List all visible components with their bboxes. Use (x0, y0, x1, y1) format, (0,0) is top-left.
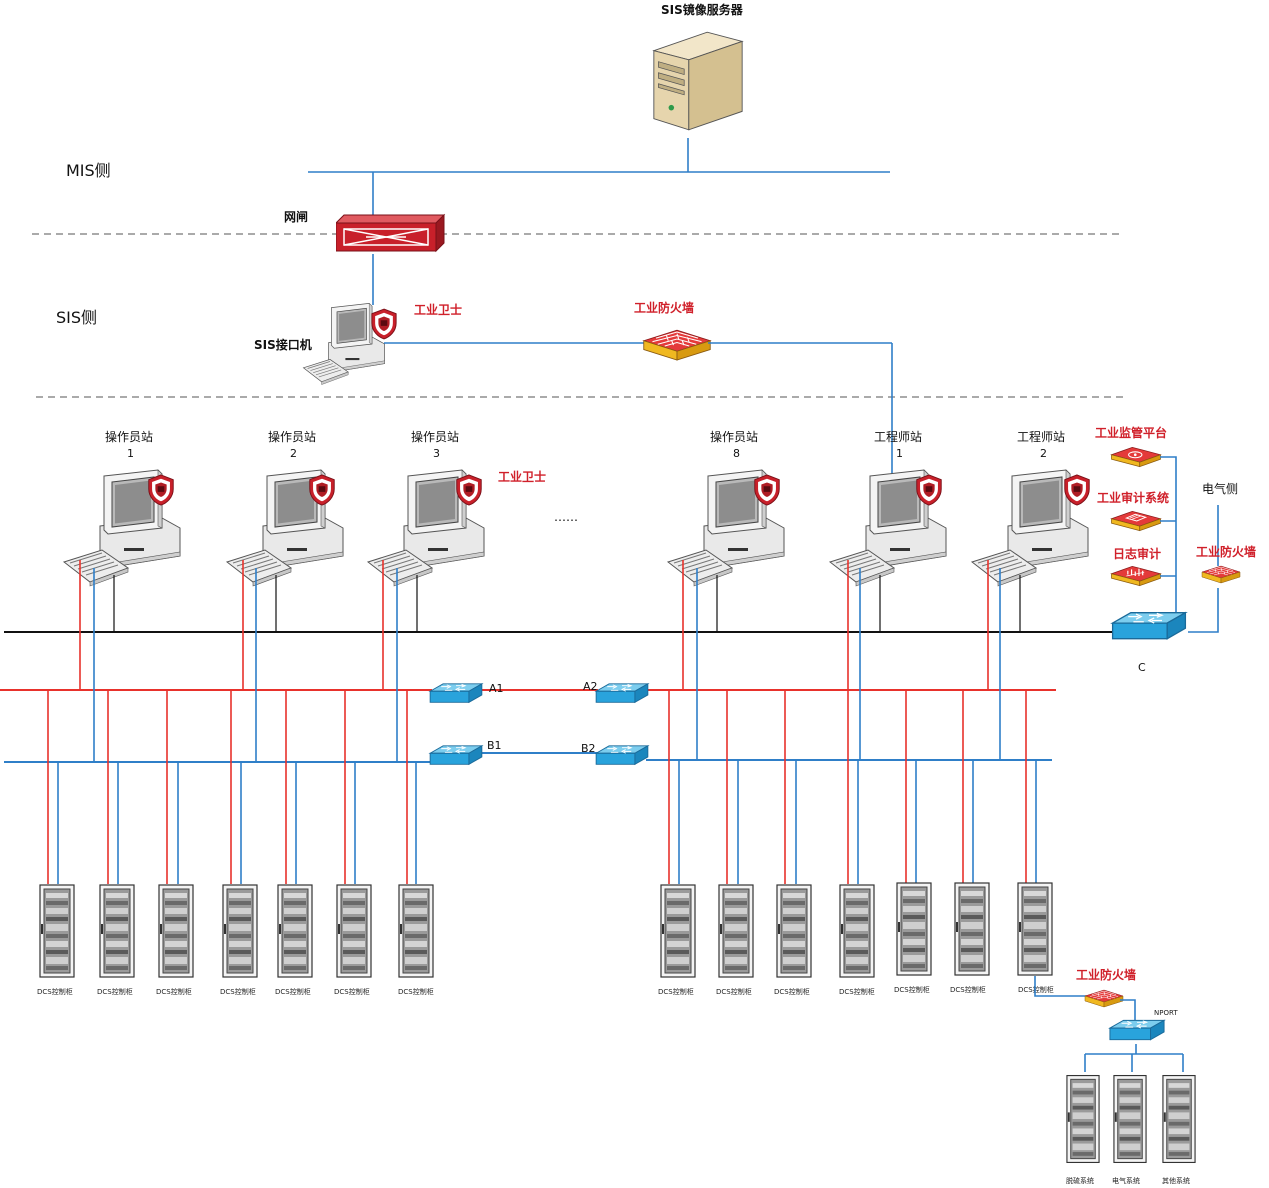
station-label: 工程师站 (874, 429, 922, 444)
cabinet-label: DCS控制柜 (220, 987, 256, 996)
station-label: 操作员站 (411, 429, 459, 444)
monitor-platform-label: 工业监管平台 (1095, 425, 1167, 440)
control-cabinet-icon (896, 882, 932, 976)
station-label: 操作员站 (105, 429, 153, 444)
cabinet-label: DCS控制柜 (398, 987, 434, 996)
tower-server-icon (653, 31, 743, 131)
station-number: 1 (127, 447, 134, 460)
subsystem-label: 电气系统 (1112, 1176, 1140, 1185)
engineer-station-1: 工程师站 1 (829, 429, 947, 587)
cabinet-label: DCS控制柜 (1018, 985, 1054, 994)
sis-guard-label: 工业卫士 (414, 302, 462, 317)
network-switch-icon (595, 683, 649, 703)
gateway-label: 网闸 (284, 209, 308, 224)
control-cabinet-icon (1113, 1074, 1147, 1164)
control-cabinet-icon (1066, 1074, 1100, 1164)
subsystem-row: 脱硫系统 电气系统 其他系统 (1066, 1074, 1196, 1185)
network-switch-icon (595, 745, 649, 765)
sis-firewall-label: 工业防火墙 (634, 300, 694, 315)
control-cabinet-icon (39, 884, 75, 978)
electric-zone-label: 电气侧 (1202, 481, 1238, 496)
network-switch-icon (429, 745, 483, 765)
shield-icon (371, 308, 397, 340)
control-cabinet-icon (954, 882, 990, 976)
electric-firewall-label: 工业防火墙 (1196, 544, 1256, 559)
operator-station-2: 操作员站 2 (226, 429, 344, 587)
switch-b1-label: B1 (487, 739, 502, 752)
cabinet-row-right: DCS控制柜 DCS控制柜 DCS控制柜 DCS控制柜 DCS控制柜 DCS控制… (658, 882, 1054, 996)
cabinet-label: DCS控制柜 (334, 987, 370, 996)
switch-a1-label: A1 (489, 682, 504, 695)
control-cabinet-icon (277, 884, 313, 978)
operator-station-3: 操作员站 3 工业卫士 (367, 429, 546, 587)
control-cabinet-icon (839, 884, 875, 978)
control-cabinet-icon (222, 884, 258, 978)
control-cabinet-icon (1017, 882, 1053, 976)
network-switch-icon (1111, 612, 1187, 640)
sis-interface-label: SIS接口机 (254, 337, 312, 352)
control-cabinet-icon (776, 884, 812, 978)
audit-system-label: 工业审计系统 (1097, 490, 1169, 505)
station-label: 操作员站 (268, 429, 316, 444)
firewall-appliance-icon (1084, 989, 1124, 1008)
firewall-appliance-icon (643, 329, 711, 361)
station-label: 操作员站 (710, 429, 758, 444)
monitor-platform-icon (1110, 446, 1162, 468)
engineer-station-2: 工程师站 2 (971, 429, 1090, 587)
gateway-appliance-icon (336, 214, 445, 252)
sis-mirror-server-label: SIS镜像服务器 (661, 2, 744, 17)
log-audit-icon (1110, 565, 1162, 587)
control-cabinet-icon (660, 884, 696, 978)
control-cabinet-icon (158, 884, 194, 978)
station-number: 2 (1040, 447, 1047, 460)
cabinet-label: DCS控制柜 (97, 987, 133, 996)
audit-system-icon (1110, 510, 1162, 532)
switch-c-label: C (1138, 661, 1146, 674)
switch-b2-label: B2 (581, 742, 596, 755)
operator-guard-label: 工业卫士 (498, 469, 546, 484)
cabinet-label: DCS控制柜 (716, 987, 752, 996)
mis-zone-label: MIS侧 (66, 161, 111, 180)
cabinet-label: DCS控制柜 (894, 985, 930, 994)
control-cabinet-icon (336, 884, 372, 978)
sis-zone-label: SIS侧 (56, 308, 97, 327)
cabinet-label: DCS控制柜 (156, 987, 192, 996)
network-switch-icon (1109, 1019, 1165, 1041)
operator-station-1: 操作员站 1 (63, 429, 181, 587)
switch-a2-label: A2 (583, 680, 598, 693)
station-number: 8 (733, 447, 740, 460)
control-cabinet-icon (398, 884, 434, 978)
subsystem-label: 其他系统 (1162, 1176, 1190, 1185)
station-label: 工程师站 (1017, 429, 1065, 444)
subsystem-label: 脱硫系统 (1066, 1176, 1094, 1185)
cabinet-row-left: DCS控制柜 DCS控制柜 DCS控制柜 DCS控制柜 DCS控制柜 DCS控制… (37, 884, 434, 996)
operator-station-8: 操作员站 8 (667, 429, 785, 587)
control-cabinet-icon (1162, 1074, 1196, 1164)
cabinet-label: DCS控制柜 (774, 987, 810, 996)
cabinet-label: DCS控制柜 (839, 987, 875, 996)
cabinet-label: DCS控制柜 (658, 987, 694, 996)
log-audit-label: 日志审计 (1113, 546, 1161, 561)
station-number: 3 (433, 447, 440, 460)
cabinet-label: DCS控制柜 (37, 987, 73, 996)
nport-firewall-label: 工业防火墙 (1076, 967, 1136, 982)
firewall-appliance-icon (1201, 565, 1241, 584)
control-cabinet-icon (99, 884, 135, 978)
nport-label: NPORT (1154, 1009, 1178, 1017)
ellipsis-label: …… (554, 510, 578, 524)
network-switch-icon (429, 683, 483, 703)
station-number: 1 (896, 447, 903, 460)
cabinet-label: DCS控制柜 (275, 987, 311, 996)
cabinet-label: DCS控制柜 (950, 985, 986, 994)
control-cabinet-icon (718, 884, 754, 978)
station-number: 2 (290, 447, 297, 460)
